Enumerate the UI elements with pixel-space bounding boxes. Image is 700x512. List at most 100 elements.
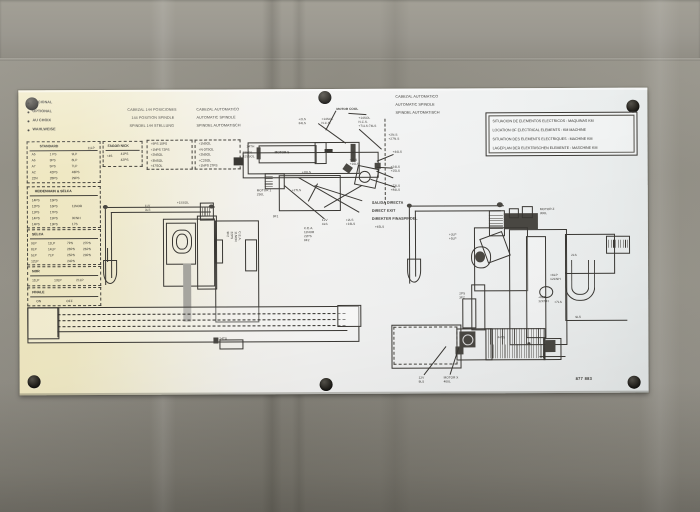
cell: 19PS: [49, 222, 58, 227]
cell: 19PS: [49, 216, 58, 221]
cell: 25PS: [67, 253, 75, 258]
callout-71ls: +14SOL N.C.S.: [358, 115, 371, 124]
cell: A7: [31, 164, 36, 169]
callout-motor-cool: MOTOR COOL: [336, 106, 359, 111]
mounting-bolt-bottom-right: [627, 375, 641, 389]
way-cover-point: [527, 342, 531, 346]
table-divider: [29, 150, 98, 151]
leader-line: [318, 123, 347, 144]
cell: 21LP: [76, 278, 84, 283]
column-head-hatch: [199, 207, 212, 216]
cell: +1NPS 27PS: [198, 163, 218, 168]
leader-line: [348, 112, 367, 115]
cell: 14PS: [31, 222, 40, 227]
callout-s2: +2LS +16LS: [349, 157, 360, 166]
cell: 11NOR: [71, 204, 83, 209]
cell: +2NSOL: [198, 152, 211, 157]
table-nor: NOR 11LP 13LP 21LP: [27, 266, 102, 287]
arm-top-beam: [104, 206, 215, 208]
callout-cea: C.E.A. 11NOR 22PS 9F2: [303, 226, 315, 242]
cell: 28PS: [67, 247, 75, 252]
cell: +N-37SOL: [198, 147, 214, 152]
cell: OFF: [66, 298, 73, 303]
head-motor-cap-b: [521, 206, 533, 219]
cell: 11LP: [32, 278, 40, 283]
title-line-fr: SITUATION DES ELEMENTS ELECTRIQUES : MAC…: [492, 136, 593, 142]
pallet-table-inner: [393, 326, 458, 365]
column-motor-hub: [175, 233, 189, 250]
cable-loop-b: [571, 259, 590, 295]
cell: 11PS: [31, 210, 40, 215]
callout-1ssol: +1SSOL: [176, 200, 189, 205]
pendant-body-right: [407, 258, 422, 283]
spindle-144-line-de: SPINDEL 144 STELLUNG: [129, 123, 175, 128]
spindle-auto2-line-es: CABEZAL AUTOMATICO: [395, 94, 439, 99]
cell: 27PS: [82, 241, 91, 246]
pendant-body: [103, 259, 118, 285]
cell: +3NSOL: [150, 158, 163, 163]
callout-motor-x: MOTOR X 400L: [443, 375, 459, 384]
table-divider: [29, 195, 98, 196]
cell: 43PS: [71, 170, 80, 175]
spindle-144-line-en: 144 POSITION SPINDLE: [131, 115, 175, 120]
cell: 24PS: [67, 259, 75, 264]
way-cover: [485, 328, 546, 361]
optional-key-item-fr: AU CHOIX: [32, 118, 51, 123]
cell: 28PS: [49, 176, 58, 181]
cell: 11LP: [87, 146, 95, 151]
spindle-auto-line-en: AUTOMATIC SPINDLE: [196, 115, 236, 120]
spindle-base-stub: [233, 157, 244, 166]
title-line-en: LOCATION OF ELECTRICAL ELEMENTS : KM MAC…: [492, 127, 586, 133]
direct-exit-de: DIREKTER FINASPINDEL: [371, 216, 418, 221]
cell: 3PS: [49, 158, 56, 163]
leader-line: [359, 128, 382, 150]
callout-6lp-12cnh: +6LP 12CNH: [550, 273, 561, 282]
cell: ON: [36, 298, 42, 303]
table-divider: [30, 275, 99, 276]
bed-right-block: [337, 304, 362, 327]
callout-2ls: 2LS: [571, 252, 577, 257]
bed-sensor: [213, 337, 219, 344]
callout-2ls-16ls: +2LS +16LS: [345, 217, 356, 226]
cell: A5: [31, 152, 36, 157]
table-divider: [105, 149, 140, 151]
table-divider: [30, 296, 99, 297]
direct-exit-en: DIRECT EXIT: [371, 208, 396, 213]
bed-endcap: [27, 307, 60, 340]
cell: +47SOL: [150, 163, 163, 168]
cell: 13LP: [54, 278, 62, 283]
callout-7ls: +7LS: [554, 300, 562, 305]
title-line-es: SITUACION DE ELEMENTOS ELECTRICOS : MAQU…: [492, 118, 594, 124]
cell: 5PS: [49, 164, 56, 169]
cell: 1 PS: [49, 152, 57, 157]
cell: 3CNH: [71, 216, 81, 221]
cell: 41PS: [120, 151, 129, 156]
spindle-auto2-line-en: AUTOMATIC SPINDLE: [395, 102, 435, 107]
spindle-auto-line-de: SPINDEL AUTOMATISCH: [196, 123, 241, 128]
column-rail-b: [244, 239, 258, 272]
callout-12v-9ls: 12V 9LS: [418, 375, 425, 384]
cell: +2NSOL: [150, 152, 163, 157]
arm-joint-right: [496, 202, 503, 208]
callout-12v-5ls: 1LV 3LS: [144, 203, 151, 212]
right-terminal-hatch: [605, 239, 629, 248]
arm-joint: [102, 204, 108, 210]
callout-2ns: +2N.S +27N.S: [388, 132, 400, 141]
cell: 11LP: [47, 241, 56, 246]
callout-motor1: MOTOR 1 250L: [256, 188, 272, 197]
gear-bolt: [374, 162, 381, 169]
spindle-auto-line-es: CABEZAL AUTOMATICO: [196, 107, 240, 112]
cell: 16PS: [49, 204, 58, 209]
bullet-marker: [27, 129, 30, 132]
callout-9f1: 9F1: [272, 214, 279, 219]
cell: 26PS: [83, 247, 91, 252]
callout-2ls-34ls: +2LS 34LS: [298, 117, 307, 126]
cell: 14PS: [31, 216, 40, 221]
title-line-de: LAGEPLAN DER ELEKTRISCHEN ELEMENTE : MAS…: [492, 145, 598, 151]
spindle-auto2-line-de: SPINDEL AUTOMATISCH: [395, 110, 440, 115]
callout-24th: 24TH: [246, 144, 255, 149]
cell: +4S: [106, 153, 113, 158]
column-rail-a: [214, 239, 224, 264]
table-finale-header: FINALE: [32, 289, 45, 294]
optional-key-item-en: OPTIONAL: [32, 109, 52, 114]
